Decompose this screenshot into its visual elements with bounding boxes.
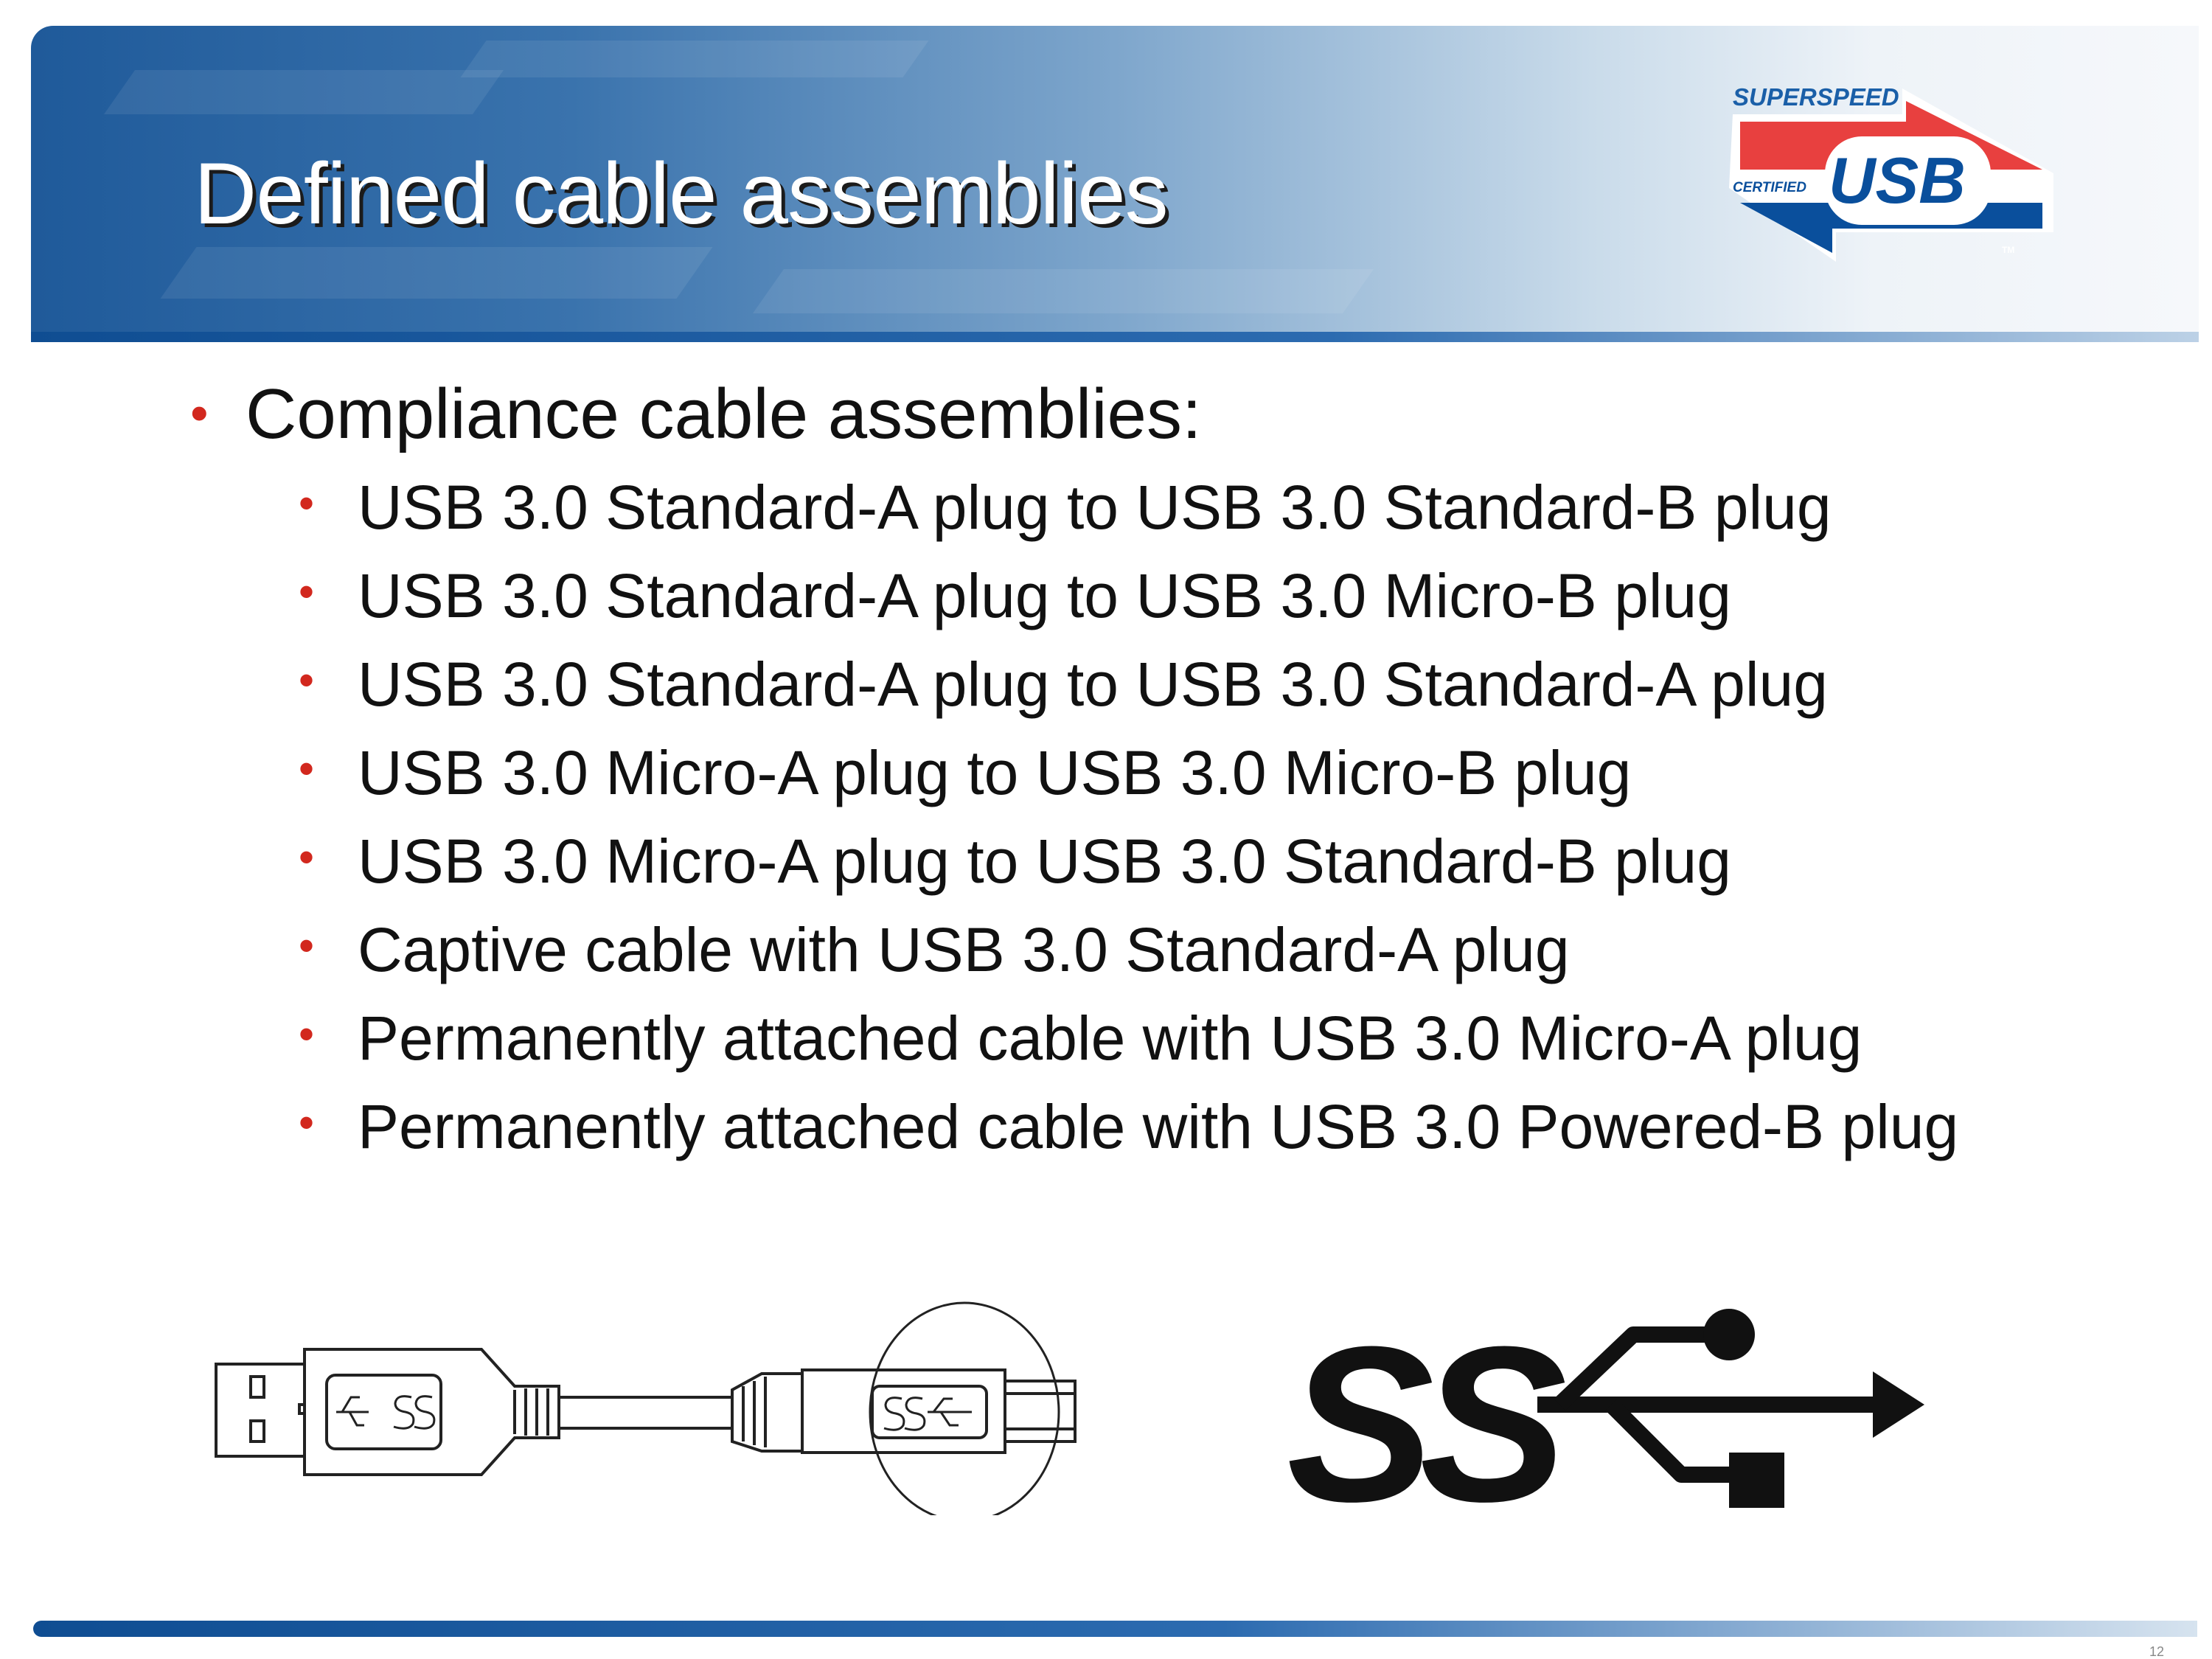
bullet-dot: •	[299, 832, 315, 882]
list-item-text: USB 3.0 Micro-A plug to USB 3.0 Standard…	[358, 827, 1731, 896]
logo-tm-text: TM	[2002, 245, 2014, 255]
superspeed-usb-logo: SUPERSPEED CERTIFIED USB TM	[1729, 85, 2053, 262]
ss-mark-icon	[883, 1397, 972, 1431]
list-item-text: Captive cable with USB 3.0 Standard-A pl…	[358, 915, 1570, 984]
list-item-text: USB 3.0 Micro-A plug to USB 3.0 Micro-B …	[358, 738, 1632, 807]
logo-superspeed-text: SUPERSPEED	[1733, 85, 1899, 111]
bullet-dot: •	[299, 479, 315, 528]
bullet-text: Compliance cable assemblies:	[246, 375, 1202, 453]
list-item-text: USB 3.0 Standard-A plug to USB 3.0 Stand…	[358, 650, 1828, 719]
bullet-dot: •	[299, 1098, 315, 1147]
footer-bar	[33, 1621, 2197, 1637]
page-number: 12	[2149, 1644, 2165, 1659]
bullet-dot: •	[299, 567, 315, 616]
list-item-text: Permanently attached cable with USB 3.0 …	[358, 1092, 1959, 1161]
usb-cable-illustration	[215, 1301, 1077, 1515]
list-item-text: Permanently attached cable with USB 3.0 …	[358, 1004, 1863, 1073]
bullet-dot: •	[190, 384, 209, 442]
list-item-text: USB 3.0 Standard-A plug to USB 3.0 Stand…	[358, 473, 1832, 542]
header-divider	[31, 332, 2199, 342]
bullet-dot: •	[299, 921, 315, 970]
logo-certified-text: CERTIFIED	[1733, 180, 1806, 195]
bullet-dot: •	[299, 1009, 315, 1059]
list-item-text: USB 3.0 Standard-A plug to USB 3.0 Micro…	[358, 561, 1731, 630]
bullet-dot: •	[299, 744, 315, 793]
slide-title: Defined cable assemblies	[194, 145, 1169, 243]
ss-mark-icon	[336, 1395, 436, 1430]
logo-usb-text: USB	[1829, 144, 1966, 217]
superspeed-usb-trident-icon: SS	[1287, 1300, 1924, 1523]
bullet-dot: •	[299, 655, 315, 705]
ss-logo-text: SS	[1287, 1300, 1568, 1523]
